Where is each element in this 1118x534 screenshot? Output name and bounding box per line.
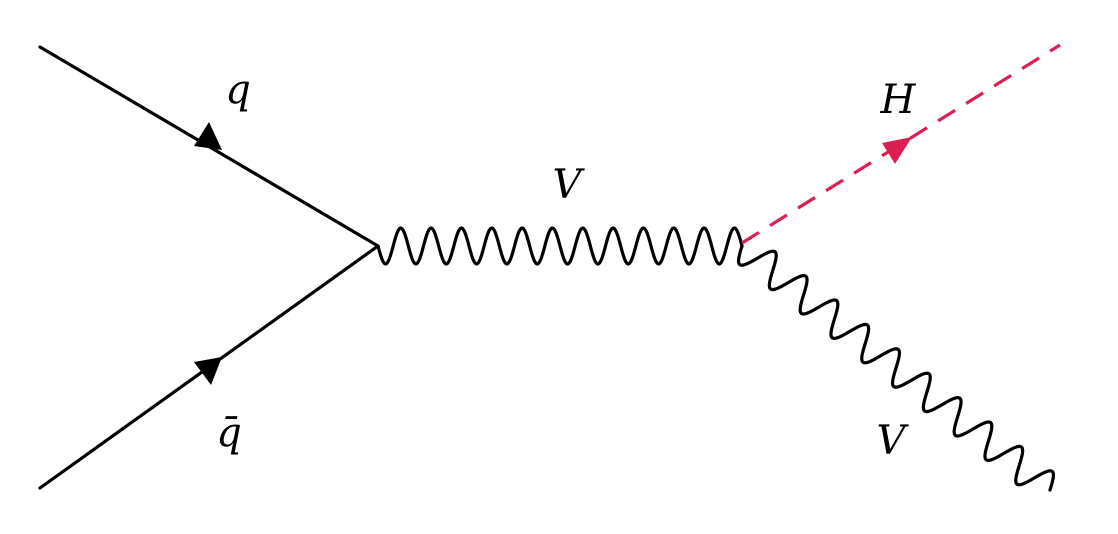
- quark-arrow-icon: [194, 122, 222, 150]
- higgs-line: [741, 43, 1061, 245]
- antiquark-label: q̄: [216, 410, 242, 456]
- internal-boson-label: V: [553, 162, 586, 208]
- antiquark-arrow-icon: [194, 357, 222, 385]
- quark-label: q: [225, 67, 251, 113]
- higgs-arrow-icon: [882, 137, 912, 164]
- higgs-label: H: [880, 77, 917, 123]
- internal-boson-line: [376, 226, 744, 266]
- outgoing-boson-line: [736, 244, 1056, 492]
- outgoing-boson-label: V: [877, 418, 910, 464]
